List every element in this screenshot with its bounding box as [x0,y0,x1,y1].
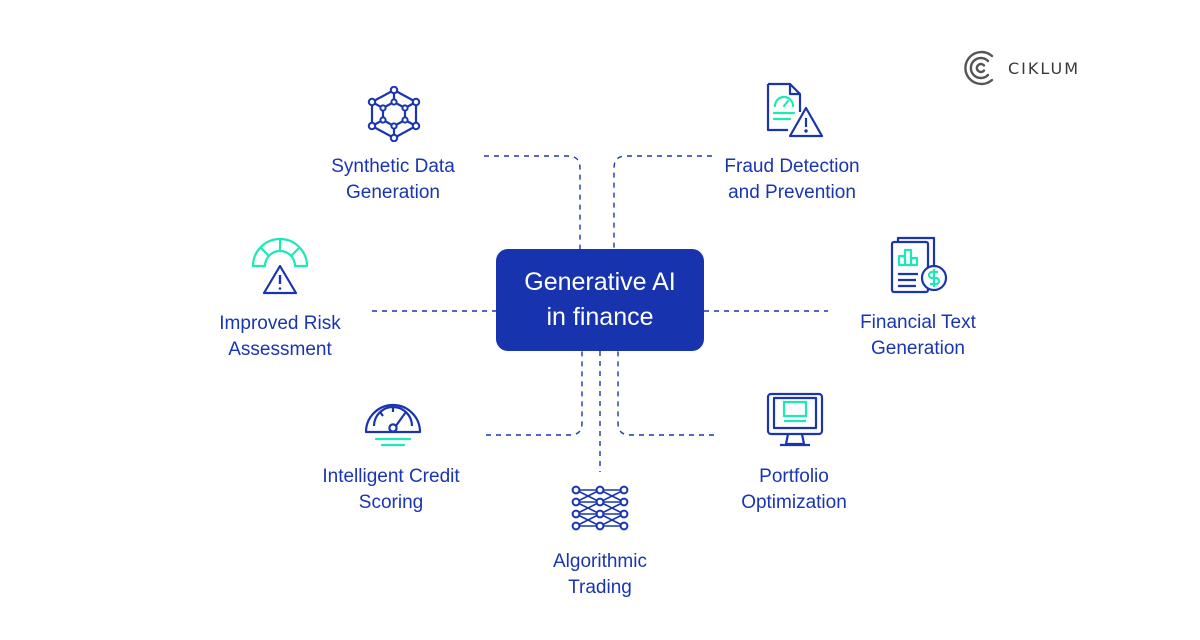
node-label-line: and Prevention [728,182,856,203]
node-label-credit-scoring: Intelligent Credit Scoring [271,464,511,516]
connector-credit [486,351,583,436]
neural-network-icon [571,485,629,531]
node-label-line: Financial Text [860,312,976,333]
node-label-line: Algorithmic [553,551,647,572]
node-label-risk-assessment: Improved Risk Assessment [160,311,400,363]
node-label-algorithmic-trading: Algorithmic Trading [480,549,720,601]
node-label-portfolio-optimization: Portfolio Optimization [674,464,914,516]
report-dollar-icon [890,236,948,294]
node-label-line: Generation [870,338,965,359]
brand-name: CIKLUM [1008,58,1081,78]
node-label-line: Improved Risk [219,313,341,334]
center-title-line2: in finance [546,303,654,331]
node-label-line: Synthetic Data [331,156,455,177]
node-label-line: Fraud Detection [724,156,860,177]
ciklum-logo-icon [964,50,994,86]
speedometer-icon [364,403,422,447]
node-label-line: Optimization [741,492,847,513]
node-label-financial-text: Financial Text Generation [798,310,1038,362]
node-label-fraud-detection: Fraud Detection and Prevention [672,154,912,206]
connector-synthetic [484,155,581,249]
node-label-line: Trading [568,577,632,598]
node-label-synthetic-data: Synthetic Data Generation [273,154,513,206]
node-label-line: Intelligent Credit [322,466,460,487]
node-label-line: Portfolio [759,466,829,487]
monitor-icon [766,392,824,447]
node-label-line: Generation [345,182,440,203]
risk-gauge-warning-icon [251,237,309,295]
center-topic-box: Generative AI in finance [496,249,704,351]
node-label-line: Assessment [228,339,332,360]
document-warning-icon [766,82,824,138]
node-label-line: Scoring [358,492,424,513]
connector-portfolio [617,351,714,436]
molecule-network-icon [367,86,421,142]
center-title-line1: Generative AI [524,268,676,296]
ciklum-logo: CIKLUM [962,48,1080,88]
